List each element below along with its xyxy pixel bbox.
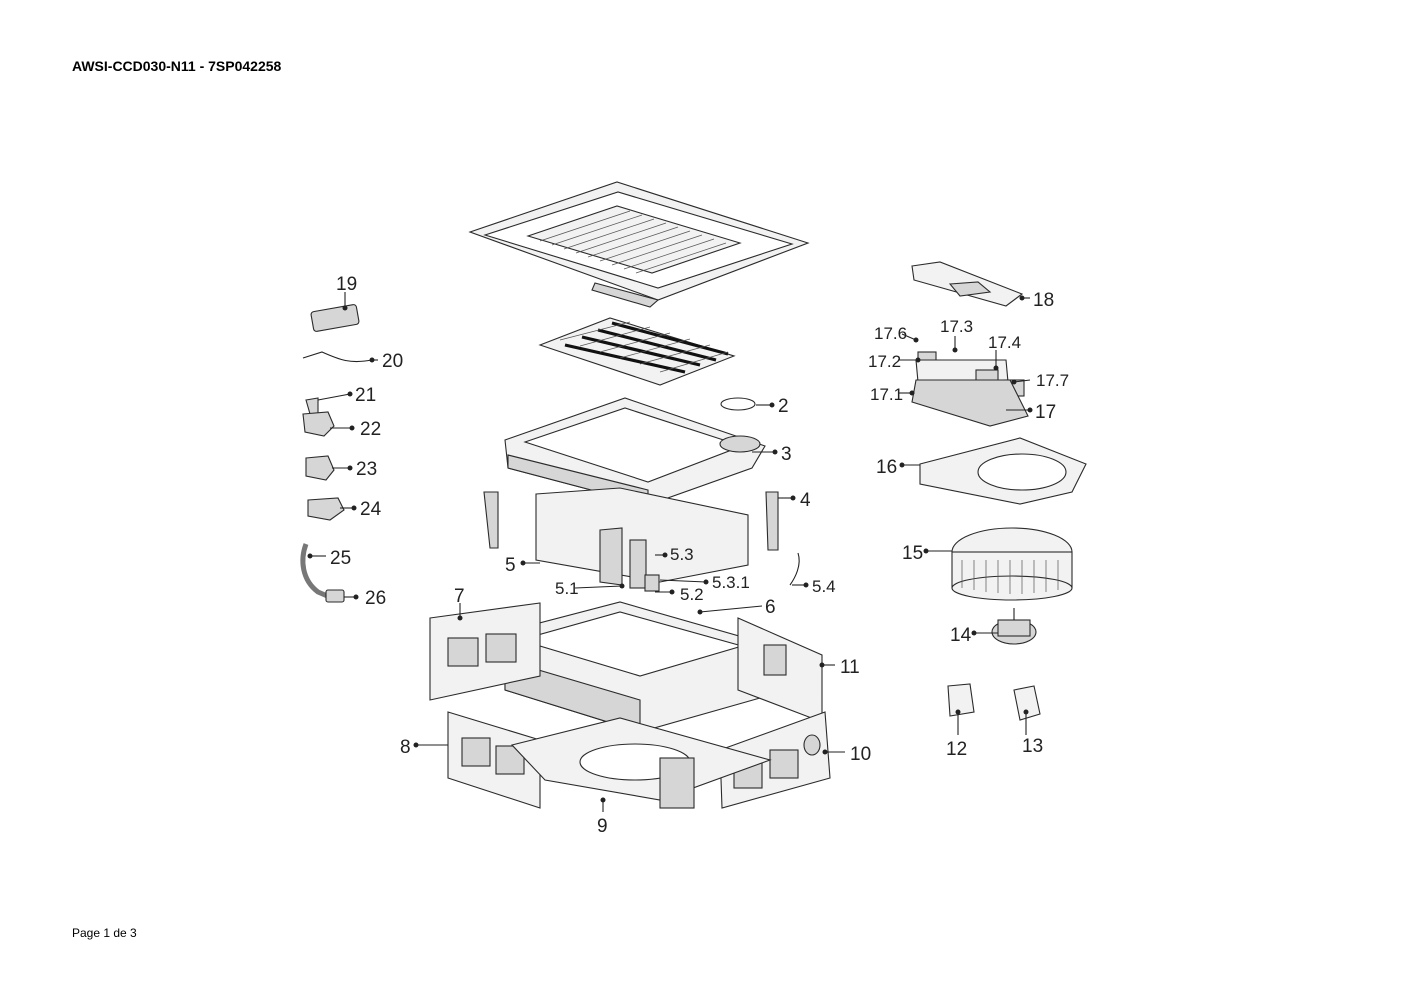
right-side-parts (911, 261, 1087, 721)
callout-6: 6 (765, 597, 776, 618)
callout-22: 22 (360, 419, 381, 440)
callout-2: 2 (778, 396, 789, 417)
callout-11: 11 (840, 657, 860, 678)
leader-lines (307, 292, 1033, 812)
temperature-sensor (789, 552, 800, 586)
left-small-parts (300, 304, 373, 603)
callout-5-1: 5.1 (555, 579, 579, 598)
callout-17-1: 17.1 (870, 385, 903, 404)
callout-5: 5 (505, 555, 516, 576)
callout-13: 13 (1022, 736, 1043, 757)
callout-7: 7 (454, 586, 465, 607)
document-title: AWSI-CCD030-N11 - 7SP042258 (72, 58, 282, 74)
callout-5-4: 5.4 (812, 577, 836, 596)
callout-4: 4 (800, 490, 811, 511)
callout-19: 19 (336, 274, 357, 295)
callout-8: 8 (400, 737, 411, 758)
callout-24: 24 (360, 499, 382, 520)
decorative-panel (468, 181, 810, 308)
evaporator-coil (535, 487, 749, 592)
callout-25: 25 (330, 548, 351, 569)
gasket-ring (720, 397, 756, 411)
drain-pan-frame (504, 397, 766, 506)
callout-5-3: 5.3 (670, 545, 694, 564)
callout-14: 14 (950, 625, 972, 646)
callout-17-3: 17.3 (940, 317, 973, 336)
callout-labels: 2 3 4 5 5.1 5.2 5.3 5.3.1 5.4 6 7 8 9 10… (330, 274, 1069, 837)
callout-21: 21 (355, 385, 376, 406)
base-housing (429, 601, 831, 809)
callout-17: 17 (1035, 402, 1056, 423)
callout-17-6: 17.6 (874, 324, 907, 343)
page-number: Page 1 de 3 (72, 926, 137, 940)
callout-12: 12 (946, 739, 967, 760)
filter-grille (538, 317, 736, 386)
callout-5-3-1: 5.3.1 (712, 573, 750, 592)
callout-10: 10 (850, 744, 871, 765)
callout-9: 9 (597, 816, 608, 837)
callout-20: 20 (382, 351, 403, 372)
callout-5-2: 5.2 (680, 585, 704, 604)
callout-17-2: 17.2 (868, 352, 901, 371)
callout-17-4: 17.4 (988, 333, 1021, 352)
callout-15: 15 (902, 543, 923, 564)
callout-26: 26 (365, 588, 386, 609)
callout-3: 3 (781, 444, 792, 465)
callout-23: 23 (356, 459, 377, 480)
callout-17-7: 17.7 (1036, 371, 1069, 390)
callout-16: 16 (876, 457, 897, 478)
mounting-brackets (483, 491, 779, 551)
callout-18: 18 (1033, 290, 1054, 311)
